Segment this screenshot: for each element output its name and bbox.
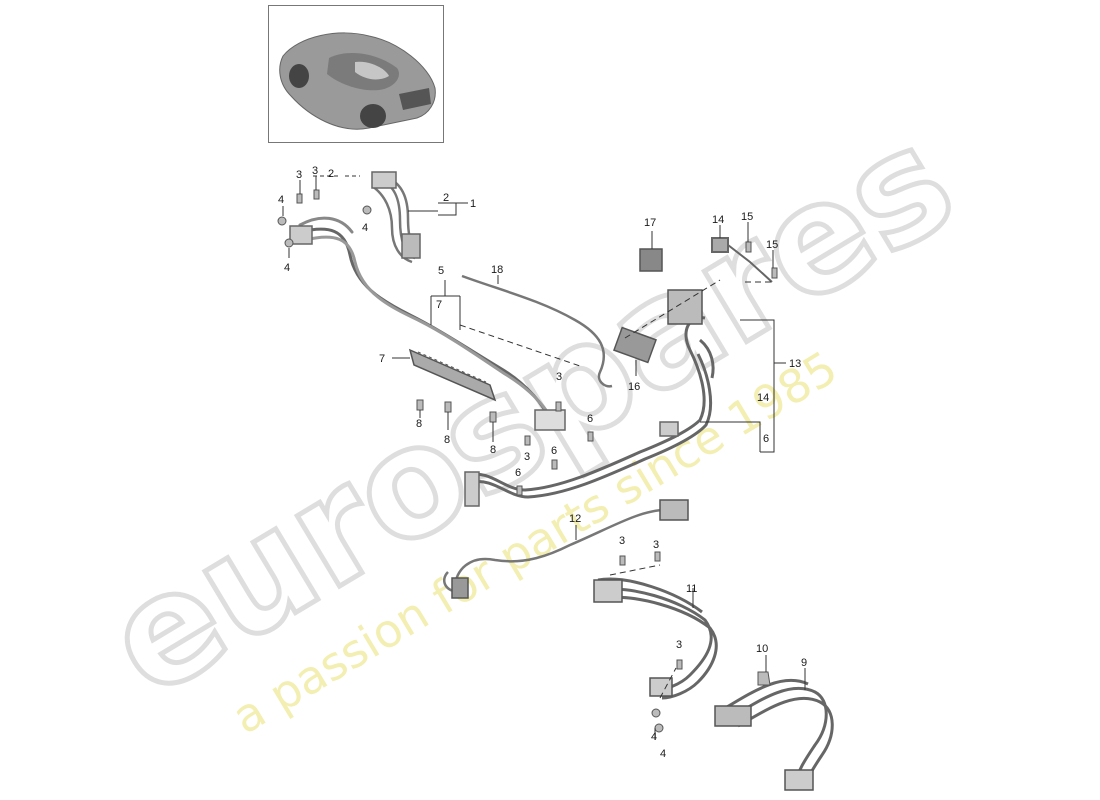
- callout-3: 3: [619, 535, 625, 547]
- callout-7: 7: [436, 299, 442, 311]
- callout-2: 2: [328, 168, 334, 180]
- callout-labels: 1 2 2 3 3 3 3 3 3 3 4 4 4 4 4 5 6 6 6 6 …: [278, 165, 807, 760]
- callout-9: 9: [801, 657, 807, 669]
- callout-15: 15: [741, 211, 753, 223]
- callout-6: 6: [763, 433, 769, 445]
- callout-4: 4: [651, 731, 657, 743]
- callout-1: 1: [470, 198, 476, 210]
- callout-4: 4: [284, 262, 290, 274]
- part-16: [613, 326, 657, 364]
- callout-15: 15: [766, 239, 778, 251]
- callout-6: 6: [515, 467, 521, 479]
- harness-13: [464, 289, 715, 507]
- callout-12: 12: [569, 513, 581, 525]
- part-17: [639, 248, 663, 272]
- callout-6: 6: [551, 445, 557, 457]
- harness-11: [593, 577, 718, 700]
- callout-13: 13: [789, 358, 801, 370]
- leader-lines: [282, 175, 806, 740]
- callout-6: 6: [587, 413, 593, 425]
- callout-4: 4: [362, 222, 368, 234]
- callout-10: 10: [756, 643, 768, 655]
- callout-11: 11: [686, 583, 697, 595]
- callout-4: 4: [660, 748, 666, 760]
- car-icon: [279, 32, 436, 130]
- callout-7: 7: [379, 353, 385, 365]
- cable-18: [461, 274, 613, 388]
- callout-5: 5: [438, 265, 444, 277]
- callout-3: 3: [676, 639, 682, 651]
- callout-8: 8: [490, 444, 496, 456]
- callout-3: 3: [524, 451, 530, 463]
- callout-14: 14: [757, 392, 769, 404]
- callout-17: 17: [644, 217, 656, 229]
- callout-4: 4: [278, 194, 284, 206]
- vehicle-thumbnail: [268, 5, 444, 143]
- callout-16: 16: [628, 381, 640, 393]
- callout-18: 18: [491, 264, 503, 276]
- bracket-7: [408, 348, 497, 402]
- callout-8: 8: [444, 434, 450, 446]
- callout-8: 8: [416, 418, 422, 430]
- harness-top-left: [289, 216, 566, 431]
- cable-12: [443, 499, 689, 599]
- callout-3: 3: [556, 371, 562, 383]
- callout-3: 3: [296, 169, 302, 181]
- part-14-top: [711, 237, 773, 283]
- callout-14: 14: [712, 214, 724, 226]
- callout-2: 2: [443, 192, 449, 204]
- callout-3: 3: [653, 539, 659, 551]
- harness-top-middle: [371, 171, 421, 264]
- harness-9: [714, 678, 834, 791]
- callout-3: 3: [312, 165, 318, 177]
